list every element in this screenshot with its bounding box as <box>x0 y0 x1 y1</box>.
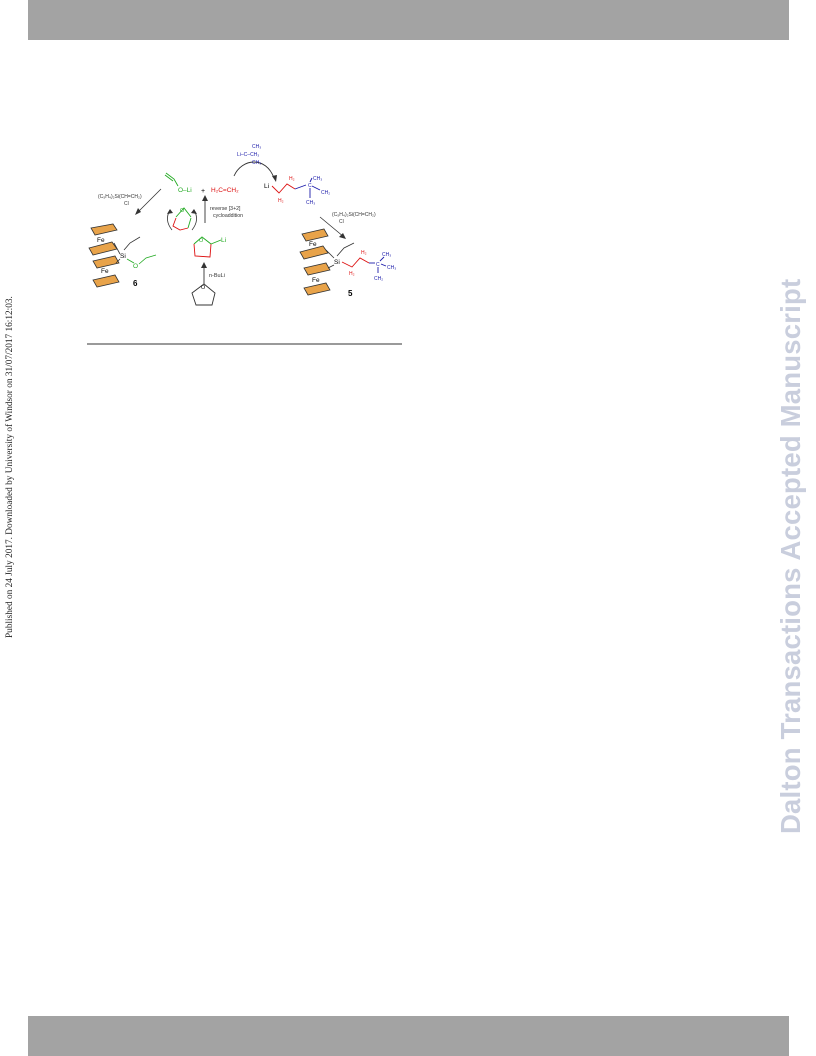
svg-text:C: C <box>308 183 312 189</box>
svg-text:Li: Li <box>264 183 269 190</box>
compound-5-label: 5 <box>348 289 353 298</box>
reaction-label-1: reverse [3+2] <box>210 206 241 212</box>
tbuli-main: Li–C–CH₃ <box>237 152 259 158</box>
ferrocene-product-6: Fe Fe Si O 6 <box>88 223 157 288</box>
reagent-right-sub: Cl <box>339 219 344 225</box>
si-label-6: Si <box>120 253 126 260</box>
reagent-right: (C₅H₄)₂Si(CH=CH₂) <box>332 212 376 218</box>
svg-text:O: O <box>199 238 204 244</box>
reagent-left: (C₅H₄)₂Si(CH=CH₂) <box>98 194 142 200</box>
plus-sign: + <box>201 188 205 195</box>
svg-text:CH₃: CH₃ <box>382 252 391 258</box>
tbuli-ch3-top: CH₃ <box>252 144 261 150</box>
tbuli-ch3-bottom: CH₃ <box>252 160 261 166</box>
svg-text:O: O <box>180 208 185 214</box>
li-label-thf: Li <box>221 237 226 244</box>
si-label-5: Si <box>334 259 340 266</box>
ferrocene-product-5: Fe Fe Si H₂ H₂ C CH₃ CH₃ CH₂ 5 <box>299 228 396 298</box>
svg-text:H₂: H₂ <box>349 271 355 277</box>
publication-note: Published on 24 July 2017. Downloaded by… <box>5 296 15 638</box>
svg-text:CH₃: CH₃ <box>387 265 396 271</box>
ethylene-label: H₂C=CH₂ <box>211 187 239 194</box>
scheme-divider <box>87 343 402 345</box>
footer-bar <box>28 1016 789 1056</box>
svg-text:Fe: Fe <box>309 241 317 248</box>
nbuli-label: n-BuLi <box>209 273 225 279</box>
journal-watermark: Dalton Transactions Accepted Manuscript <box>775 278 806 834</box>
header-bar <box>28 0 789 40</box>
reagent-left-sub: Cl <box>124 201 129 207</box>
enolate-label: O–Li <box>178 187 192 194</box>
o-label-6: O <box>133 263 138 270</box>
svg-text:H₂: H₂ <box>289 176 295 182</box>
svg-text:C: C <box>376 262 380 268</box>
reaction-scheme: Fe Fe Si O 6 (C₅H₄)₂Si(CH=CH₂) Cl O–Li +… <box>88 144 396 306</box>
svg-text:O: O <box>201 285 206 291</box>
alkyllithium-intermediate: Li H₂ H₂ C CH₃ CH₂ CH₃ <box>264 176 330 206</box>
reaction-label-2: cycloaddition <box>213 213 243 219</box>
svg-text:CH₃: CH₃ <box>313 176 322 182</box>
lithio-thf: O Li <box>193 236 226 258</box>
svg-text:H₂: H₂ <box>278 198 284 204</box>
compound-6-label: 6 <box>133 279 138 288</box>
thf-molecule: O <box>191 283 216 306</box>
transition-state: O <box>167 207 197 231</box>
svg-text:CH₃: CH₃ <box>306 200 315 206</box>
svg-text:Fe: Fe <box>312 277 320 284</box>
fe-label-2: Fe <box>101 268 109 275</box>
svg-text:H₂: H₂ <box>361 250 367 256</box>
svg-text:CH₂: CH₂ <box>321 190 330 196</box>
fe-label-1: Fe <box>97 237 105 244</box>
svg-text:CH₂: CH₂ <box>374 276 383 282</box>
